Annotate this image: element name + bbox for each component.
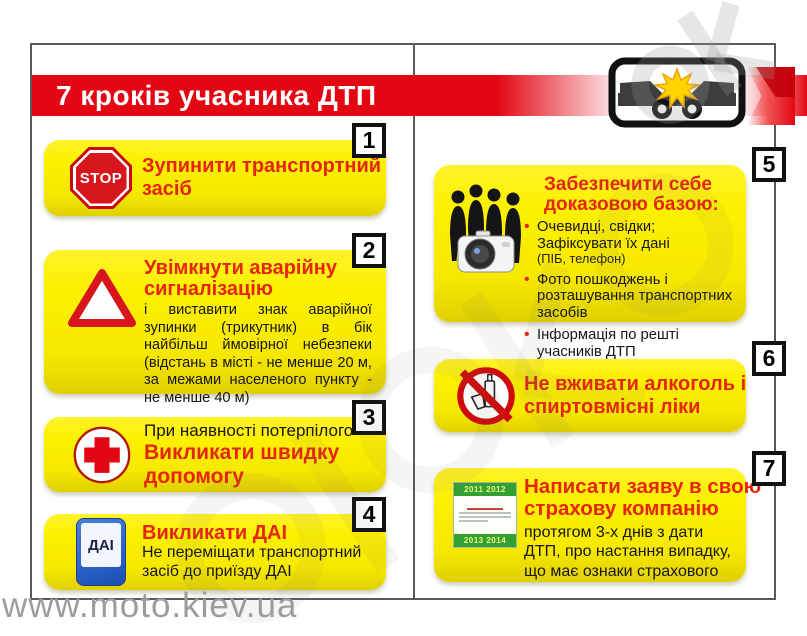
warning-triangle-icon <box>60 266 144 330</box>
step-number: 2 <box>362 237 376 263</box>
bullet-item: Очевидці, свідки; Зафіксувати їх дані(ПІ… <box>524 218 736 267</box>
bullet-text: Інформація по решті учасників ДТП <box>537 326 679 360</box>
car-crash-icon <box>608 57 746 128</box>
step-number: 5 <box>762 151 776 177</box>
bullet-item: Інформація по решті учасників ДТП <box>524 326 736 360</box>
dai-sign-icon: ДАІ <box>60 518 142 586</box>
step-number-badge: 6 <box>752 341 786 376</box>
step-number: 1 <box>362 127 376 153</box>
stop-sign-label: STOP <box>75 152 127 204</box>
step-box-4: ДАІ Викликати ДАІ Не переміщати транспор… <box>44 514 386 590</box>
policy-text-lines <box>454 496 516 534</box>
evidence-bullet-list: Очевидці, свідки; Зафіксувати їх дані(ПІ… <box>524 218 736 360</box>
step-number-badge: 1 <box>352 123 386 158</box>
step-title: Зупинити транспортний засіб <box>142 155 382 200</box>
column-divider <box>413 43 415 600</box>
step-number: 6 <box>762 345 776 371</box>
page-border <box>30 43 776 600</box>
step-body: Не переміщати транспортний засіб до приї… <box>142 544 362 580</box>
stop-sign-icon: STOP <box>60 147 142 209</box>
policy-years-bottom: 2013 2014 <box>454 534 516 547</box>
site-url-watermark: www.moto.kiev.ua <box>2 586 298 625</box>
step-title: Викликати швидку допомогу <box>144 440 340 489</box>
step-box-7: 2011 2012 2013 2014 Написати заяву в сво… <box>434 468 761 582</box>
bullet-text: Очевидці, свідки; Зафіксувати їх дані <box>537 218 670 252</box>
step-pre-title: При наявності потерпілого <box>144 420 354 440</box>
dai-sign-label: ДАІ <box>81 523 121 567</box>
step-number-badge: 4 <box>352 497 386 532</box>
step-title: Не вживати алкоголь і спиртовмісні ліки <box>524 373 747 418</box>
step-title: Написати заяву в свою страхову компанію <box>524 475 762 521</box>
red-cross-icon <box>60 425 144 485</box>
step-title: Увімкнути аварійну сигналізацію <box>144 257 337 300</box>
step-body: протягом 3-х днів з дати ДТП, про настан… <box>524 524 731 580</box>
step-box-6: Не вживати алкоголь і спиртовмісні ліки <box>434 359 746 432</box>
step-number-badge: 2 <box>352 233 386 268</box>
step-title: Забезпечити себе доказовою базою: <box>544 174 719 215</box>
policy-years-top: 2011 2012 <box>454 483 516 496</box>
step-number-badge: 5 <box>752 147 786 182</box>
step-title: Викликати ДАІ <box>142 522 288 545</box>
step-number: 3 <box>362 404 376 430</box>
step-body: і виставити знак аварійної зупинки (трик… <box>144 302 372 406</box>
no-alcohol-icon <box>448 365 524 427</box>
insurance-policy-icon: 2011 2012 2013 2014 <box>446 482 524 548</box>
page-title: 7 кроків учасника ДТП <box>56 80 377 111</box>
step-box-2: Увімкнути аварійну сигналізацію і вистав… <box>44 250 386 406</box>
witnesses-camera-icon <box>446 175 524 295</box>
step-box-5: Забезпечити себе доказовою базою: Очевид… <box>434 165 746 360</box>
bullet-subtext: (ПІБ, телефон) <box>537 251 626 267</box>
step-box-1: STOP Зупинити транспортний засіб <box>44 140 386 216</box>
step-number: 7 <box>762 455 776 481</box>
bullet-text: Фото пошкоджень і розташування транспорт… <box>537 271 733 322</box>
bullet-item: Фото пошкоджень і розташування транспорт… <box>524 271 736 322</box>
step-box-3: При наявності потерпілого Викликати швид… <box>44 417 386 492</box>
step-number-badge: 3 <box>352 400 386 435</box>
step-number: 4 <box>362 501 376 527</box>
step-number-badge: 7 <box>752 451 786 486</box>
